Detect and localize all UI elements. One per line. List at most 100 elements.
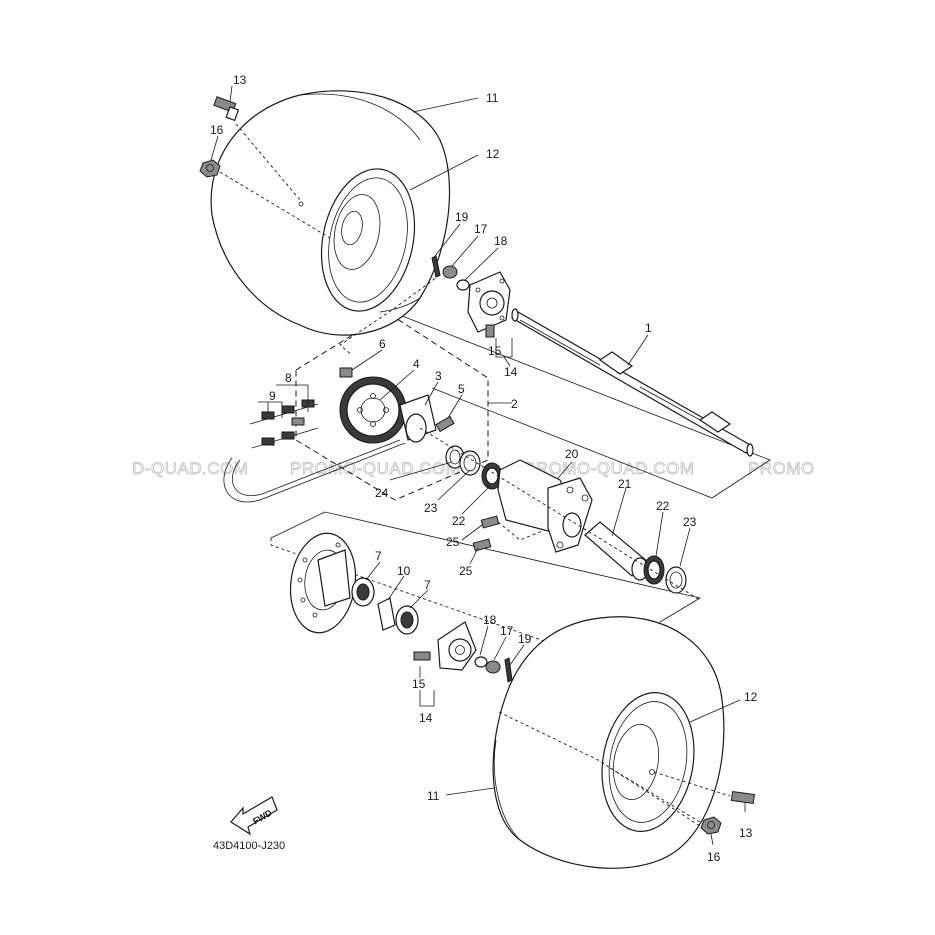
leader-21 [611, 487, 627, 537]
top-hub-bolt [485, 324, 495, 338]
seal-23-top [459, 450, 481, 476]
top-tire-assembly [210, 90, 451, 336]
right-bearings [643, 555, 687, 594]
leader-7b [409, 589, 429, 609]
label-17-top: 17 [474, 222, 488, 236]
axle-spline-2 [698, 411, 732, 433]
bottom-seals [351, 577, 419, 635]
top-hub-hole-2 [499, 278, 505, 284]
housing-bore [562, 512, 582, 538]
leader-18b [479, 625, 489, 656]
label-18-top: 18 [494, 234, 508, 248]
top-axle-nut [456, 279, 470, 291]
leader-10 [387, 575, 405, 601]
label-1: 1 [645, 321, 652, 335]
top-tire-tread-2 [379, 297, 421, 313]
bottom-valve-assembly [609, 767, 756, 835]
bracket-9 [258, 401, 283, 418]
seal-7a-inner [356, 583, 370, 601]
bracket-8 [276, 384, 309, 412]
leader-1 [627, 334, 649, 366]
top-washer [442, 265, 458, 279]
seal-24-inner [449, 449, 461, 465]
sprocket-bolt-5 [435, 415, 455, 433]
leader-16b [710, 833, 714, 846]
leader-23b [679, 527, 691, 567]
disc-hole-5 [335, 542, 341, 548]
top-valve-leader [235, 123, 301, 201]
sprocket-bolt-6 [339, 367, 353, 378]
label-16-top: 16 [210, 123, 224, 137]
leader-lines [210, 85, 746, 846]
leader-22a [461, 485, 491, 515]
part-labels: 11 12 13 16 19 17 18 1 15 14 6 4 3 5 2 8… [210, 73, 758, 864]
disc-hole-3 [300, 597, 306, 603]
label-19-top: 19 [455, 210, 469, 224]
forward-arrow: FWD [230, 796, 278, 836]
leader-19b [509, 644, 525, 666]
top-rim-inner [328, 177, 408, 303]
label-13-top: 13 [233, 73, 247, 87]
sprocket-hole-3 [370, 421, 376, 427]
seal-23-top-inner [463, 454, 477, 472]
fwd-arrow-shape [230, 796, 278, 836]
bearing-22-top-inner [485, 467, 499, 485]
leader-18a [464, 247, 499, 281]
leader-24 [389, 461, 453, 481]
bottom-hub-bore [455, 645, 465, 655]
top-wheel-nut [199, 159, 221, 178]
label-17-bottom: 17 [500, 624, 514, 638]
top-wheel-nut-hole [206, 164, 214, 172]
leader-22b [655, 511, 664, 557]
chain-loop-inner [231, 439, 401, 496]
disc-hole-4 [312, 612, 318, 618]
bottom-tire-tread [493, 739, 521, 841]
axle-group-outline [391, 311, 771, 499]
bottom-hub-assembly [413, 621, 513, 683]
watermark-text-3: PROMO-QUAD.COM [524, 459, 694, 478]
bottom-hub-center [448, 638, 472, 662]
bottom-wheel-nut [700, 816, 722, 835]
leader-4 [379, 369, 415, 401]
bottom-rim-hub [612, 723, 660, 801]
top-rim-hub [333, 194, 381, 270]
bracket-14b [419, 690, 435, 707]
leader-7a [365, 561, 381, 581]
bearing-22-right-inner [647, 560, 661, 580]
label-12-top: 12 [486, 147, 500, 161]
label-21: 21 [618, 477, 632, 491]
leader-25b [469, 547, 479, 565]
top-rim-center [341, 210, 363, 246]
label-23-top: 23 [424, 501, 438, 515]
rear-axle [511, 308, 754, 457]
diagram-code: 43D4100-J230 [213, 840, 285, 852]
bottom-rim-outer [601, 692, 695, 832]
leader-25a [461, 524, 483, 541]
bottom-valve-leader [653, 771, 731, 797]
leader-17b [493, 636, 507, 661]
leader-13a [229, 85, 233, 103]
bottom-wheel-nut-hole [707, 821, 715, 829]
top-center-line [339, 274, 441, 356]
leader-5 [447, 394, 463, 419]
top-hub-hole-1 [475, 287, 481, 293]
axle-detail-1 [519, 319, 601, 366]
chain-link-1 [261, 411, 275, 420]
leader-12b [689, 699, 741, 723]
label-24: 24 [375, 486, 389, 500]
disc-hole-1 [302, 557, 308, 563]
label-11-top: 11 [486, 91, 499, 105]
seal-23-right [665, 566, 687, 594]
label-7-b: 7 [424, 578, 431, 592]
seal-23-right-inner [669, 571, 683, 589]
top-valve-hole [298, 201, 304, 207]
circlip-10 [377, 597, 396, 631]
label-22-right: 22 [656, 499, 670, 513]
leader-6 [351, 349, 383, 371]
label-14-top: 14 [504, 365, 518, 379]
leader-23a [437, 469, 471, 501]
leader-14a [503, 356, 511, 367]
sprocket-hub-face [405, 413, 427, 443]
brake-group-outline [270, 511, 702, 623]
leader-19a [434, 223, 461, 257]
